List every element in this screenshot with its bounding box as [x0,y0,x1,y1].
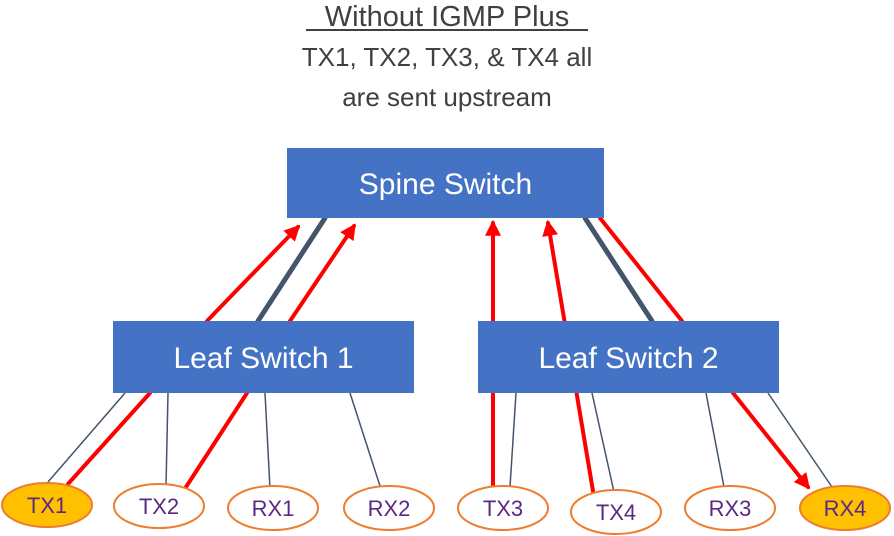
endpoint-rx2-label: RX2 [368,496,411,521]
arrow-leaf1-to-spine-b [288,223,356,323]
arrow-leaf2-to-rx4 [731,391,810,490]
link-leaf2-tx3 [509,392,517,488]
endpoint-tx2-label: TX2 [139,494,179,519]
leaf-switch-2-label: Leaf Switch 2 [538,342,718,375]
endpoint-rx4-shape [799,485,891,531]
arrow-spine-to-leaf2 [598,216,684,323]
link-leaf1-tx2 [165,392,169,487]
endpoint-tx3-shape [457,485,549,531]
spine-switch: Spine Switch [287,148,604,218]
spine-leaf-links [255,215,655,324]
endpoint-tx3-label: TX3 [483,496,523,521]
endpoint-tx4-label: TX4 [596,500,636,525]
link-spine-leaf2 [582,215,655,324]
endpoint-tx2: TX2 [113,483,205,529]
endpoint-rx3-label: RX3 [709,496,752,521]
arrow-tx1-to-leaf1 [66,391,152,486]
endpoint-rx2-shape [343,485,435,531]
endpoint-tx1-shape [1,482,93,528]
link-leaf2-rx3 [705,392,725,488]
endpoint-rx1: RX1 [227,485,319,531]
endpoint-rx4: RX4 [799,485,891,531]
endpoint-tx2-shape [113,483,205,529]
endpoint-tx1-label: TX1 [27,493,67,518]
subtitle-line-1: TX1, TX2, TX3, & TX4 all [302,42,592,72]
endpoint-rx1-shape [227,485,319,531]
endpoint-tx4-shape [570,489,662,535]
link-spine-leaf1 [255,215,328,324]
endpoint-rx1-label: RX1 [252,496,295,521]
link-leaf1-tx1 [47,392,126,483]
arrow-tx2-to-leaf1 [184,391,249,489]
arrow-leaf1-to-spine-a [205,224,301,323]
diagram-title: Without IGMP Plus [325,1,569,33]
endpoint-rx2: RX2 [343,485,435,531]
leaf-switch-1: Leaf Switch 1 [113,321,414,393]
link-leaf1-rx1 [264,392,271,490]
leaf-switch-2: Leaf Switch 2 [478,321,779,393]
subtitle-line-2: are sent upstream [342,82,552,112]
leaf-endpoint-links [47,392,833,493]
endpoint-rx4-label: RX4 [824,496,867,521]
endpoint-tx4: TX4 [570,489,662,535]
link-leaf2-rx4 [767,392,833,488]
spine-switch-label: Spine Switch [359,168,532,201]
leaf-switch-1-label: Leaf Switch 1 [173,342,353,375]
spine-switch-box [287,148,604,218]
leaf-switch-1-box [113,321,414,393]
link-leaf1-rx2 [349,392,381,487]
endpoint-rx3: RX3 [684,485,776,531]
endpoint-tx1: TX1 [1,482,93,528]
endpoint-rx3-shape [684,485,776,531]
link-leaf2-tx4 [591,392,615,493]
endpoint-tx3: TX3 [457,485,549,531]
leaf-switch-2-box [478,321,779,393]
